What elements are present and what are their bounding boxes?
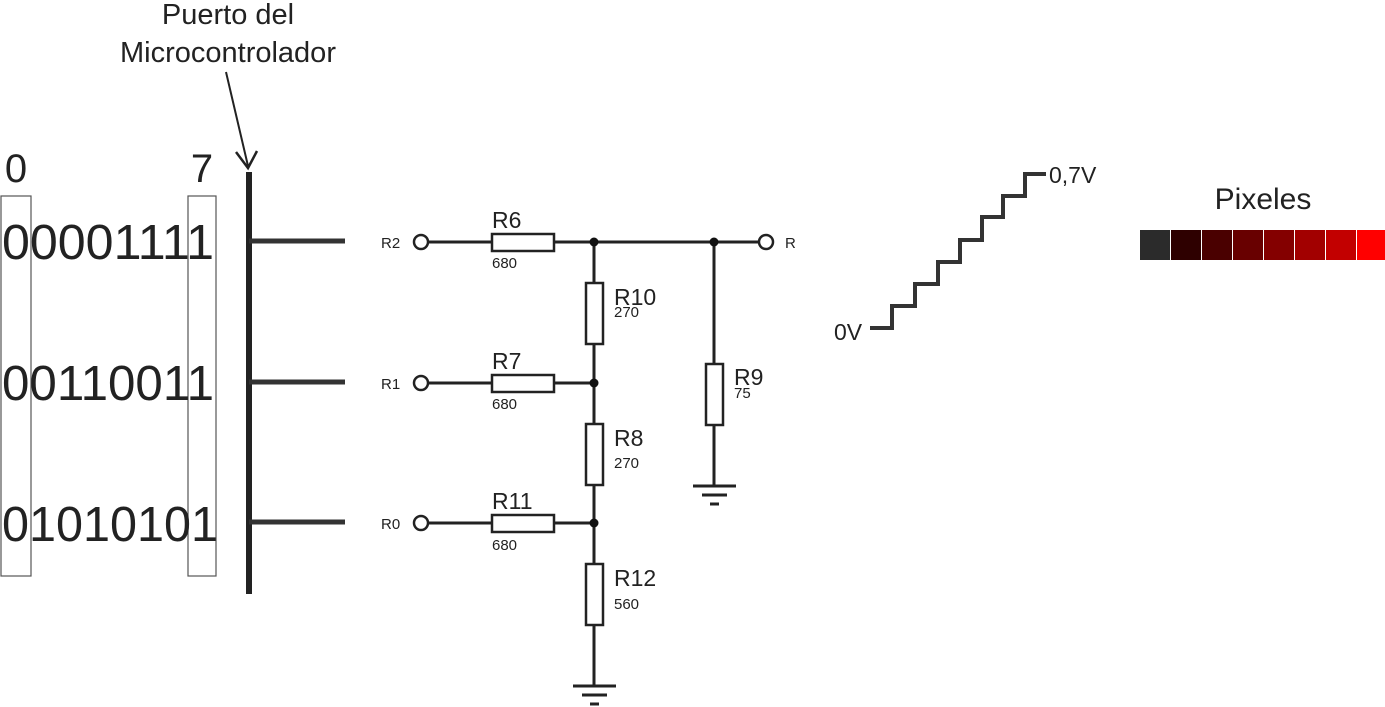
terminal-r0 [412,514,430,532]
resistor-r9-name: R9 [734,364,763,390]
resistor-r10 [584,281,605,346]
resistor-r9 [704,362,725,427]
port-label-line2: Microcontrolador [120,37,336,69]
port-label-line1: Puerto del [162,0,294,31]
bit7-column-box [187,195,217,577]
input-label-r1: R1 [381,376,400,393]
resistor-r6 [490,232,556,253]
pixel-swatch-7 [1357,230,1385,260]
junction-dots [589,237,719,528]
terminal-r1 [412,374,430,392]
pixel-swatch-2 [1202,230,1232,260]
pixels-title: Pixeles [1215,183,1312,216]
resistor-r12 [584,562,605,627]
resistor-r11-value: 680 [492,537,517,554]
resistor-r7 [490,373,556,394]
pixel-swatch-6 [1326,230,1356,260]
output-label: R [785,235,796,252]
bit-row-2: 01010101 [2,498,218,552]
port-arrow [225,71,259,171]
bit-index-7: 7 [191,147,213,191]
ground-symbol-ladder [573,684,616,706]
resistor-r12-name: R12 [614,565,656,591]
bit-index-0: 0 [5,147,27,191]
bit0-column-box [0,195,32,577]
resistor-r9-value: 75 [734,385,751,402]
pixel-swatch-3 [1233,230,1263,260]
staircase-low-label: 0V [834,319,863,345]
resistor-r12-value: 560 [614,596,639,613]
input-label-r2: R2 [381,235,400,252]
staircase-waveform [870,172,1046,330]
ground-symbol-r9 [693,484,736,506]
resistor-r11-name: R11 [492,488,533,514]
staircase-high-label: 0,7V [1049,162,1097,188]
pixel-swatch-4 [1264,230,1294,260]
terminal-output [757,233,775,251]
pixel-swatch-0 [1140,230,1170,260]
bit-row-0: 00001111 [2,216,214,270]
input-label-r0: R0 [381,516,400,533]
resistor-r10-name: R10 [614,284,656,310]
terminal-r2 [412,233,430,251]
resistor-r7-name: R7 [492,348,521,374]
resistor-r8-name: R8 [614,425,643,451]
resistor-r8 [584,422,605,487]
resistor-r8-value: 270 [614,455,639,472]
resistor-r10-value: 270 [614,304,639,321]
pixel-strip [1140,230,1385,260]
pixel-swatch-5 [1295,230,1325,260]
bit-row-1: 00110011 [2,357,214,411]
resistor-r11 [490,513,556,534]
resistor-r6-value: 680 [492,255,517,272]
resistor-r7-value: 680 [492,396,517,413]
resistor-r6-name: R6 [492,207,521,233]
pixel-swatch-1 [1171,230,1201,260]
